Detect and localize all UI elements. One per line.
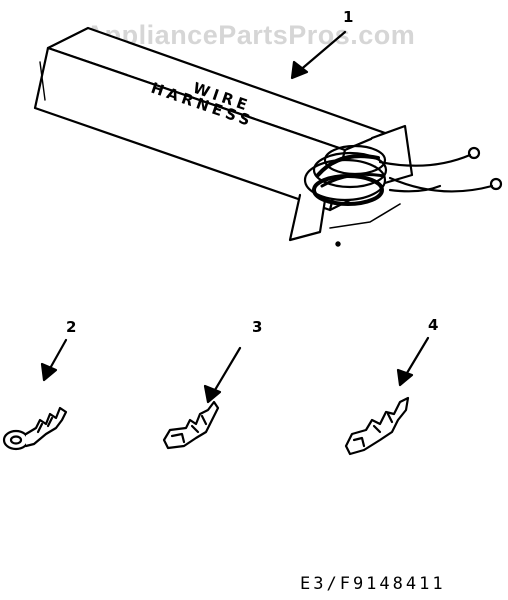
callout-3: 3 xyxy=(252,318,263,336)
wire-coil xyxy=(303,144,388,206)
female-disconnect-terminal xyxy=(344,396,410,456)
callout-1: 1 xyxy=(343,8,354,26)
document-id: E3/F9148411 xyxy=(300,574,446,594)
ring-terminal xyxy=(2,406,68,451)
callout-4: 4 xyxy=(428,316,439,334)
watermark: AppliancePartsPros.com xyxy=(84,20,416,50)
callout-2: 2 xyxy=(66,318,77,336)
spade-terminal xyxy=(162,400,220,450)
wire-harness-box: WIRE HARNESS xyxy=(33,26,503,247)
callout-arrows xyxy=(40,30,430,404)
